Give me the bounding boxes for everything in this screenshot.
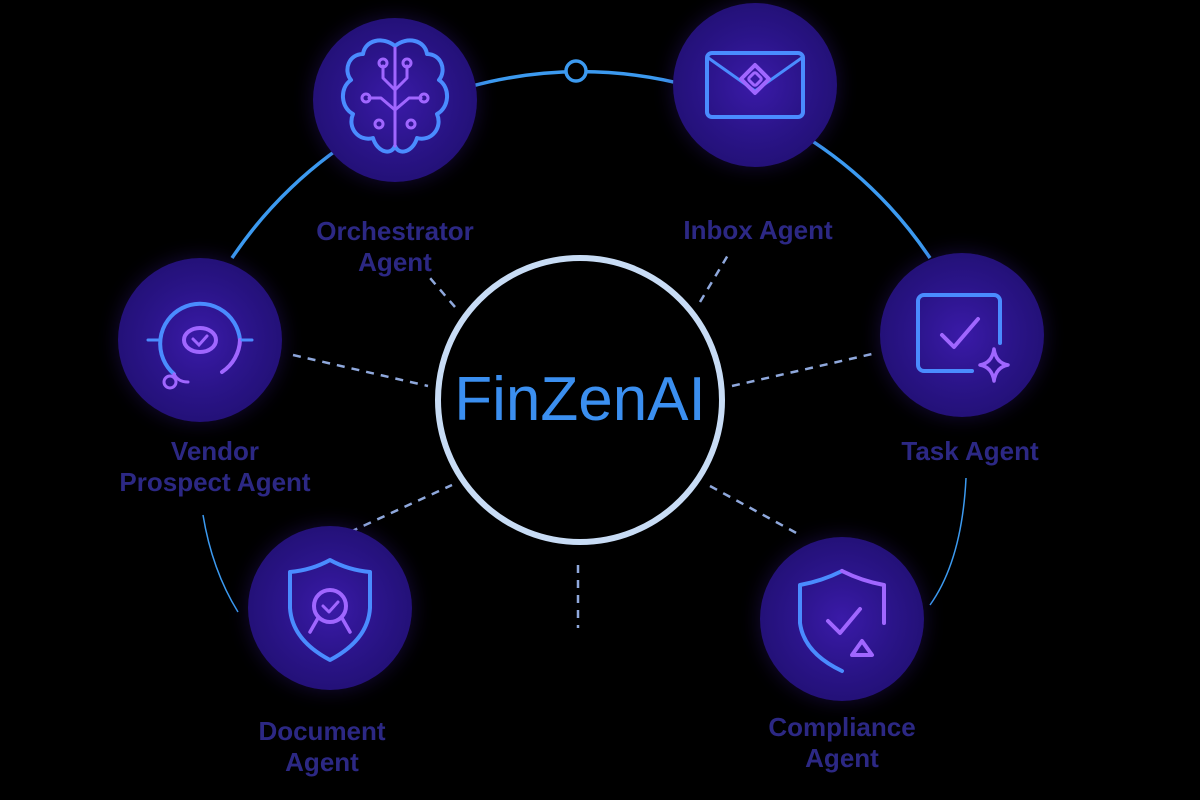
connector-document: [349, 483, 453, 534]
shield-check-warning-icon: [798, 569, 886, 673]
vendor-prospect-agent-node[interactable]: [118, 258, 282, 422]
connector-compliance: [709, 484, 801, 537]
compliance-agent-label: Compliance Agent: [702, 712, 982, 774]
label-line: Task Agent: [901, 436, 1039, 466]
label-line: Agent: [805, 743, 879, 773]
label-line: Agent: [285, 747, 359, 777]
label-line: Agent: [358, 247, 432, 277]
label-line: Compliance: [768, 712, 916, 742]
center-hub-title: FinZenAI: [454, 365, 706, 434]
target-orbit-icon: [146, 301, 254, 390]
document-agent-label: Document Agent: [182, 716, 462, 778]
orchestrator-agent-node[interactable]: [313, 18, 477, 182]
label-line: Prospect Agent: [119, 467, 311, 497]
inbox-agent-node[interactable]: [673, 3, 837, 167]
envelope-icon: [705, 51, 805, 119]
orchestrator-agent-label: Orchestrator Agent: [255, 216, 535, 278]
outer-orbit-right: [929, 477, 967, 606]
center-hub-ring: [435, 255, 725, 545]
connector-vendor: [292, 353, 429, 388]
document-agent-node[interactable]: [248, 526, 412, 690]
task-agent-label: Task Agent: [830, 436, 1110, 467]
outer-orbit-left: [202, 514, 239, 613]
vendor-prospect-agent-label: Vendor Prospect Agent: [75, 436, 355, 498]
task-agent-node[interactable]: [880, 253, 1044, 417]
brain-circuit-icon: [341, 38, 449, 154]
orbit-node-dot: [564, 59, 588, 83]
label-line: Vendor: [170, 436, 260, 466]
connector-orchestrator: [429, 277, 456, 308]
checkbox-sparkle-icon: [916, 293, 1010, 383]
compliance-agent-node[interactable]: [760, 537, 924, 701]
connector-inbox: [698, 254, 730, 303]
label-line: Inbox Agent: [683, 215, 833, 245]
connector-task: [731, 352, 873, 388]
label-line: Document: [258, 716, 386, 746]
label-line: Orchestrator: [316, 216, 474, 246]
shield-badge-icon: [288, 558, 372, 662]
inbox-agent-label: Inbox Agent: [618, 215, 898, 246]
